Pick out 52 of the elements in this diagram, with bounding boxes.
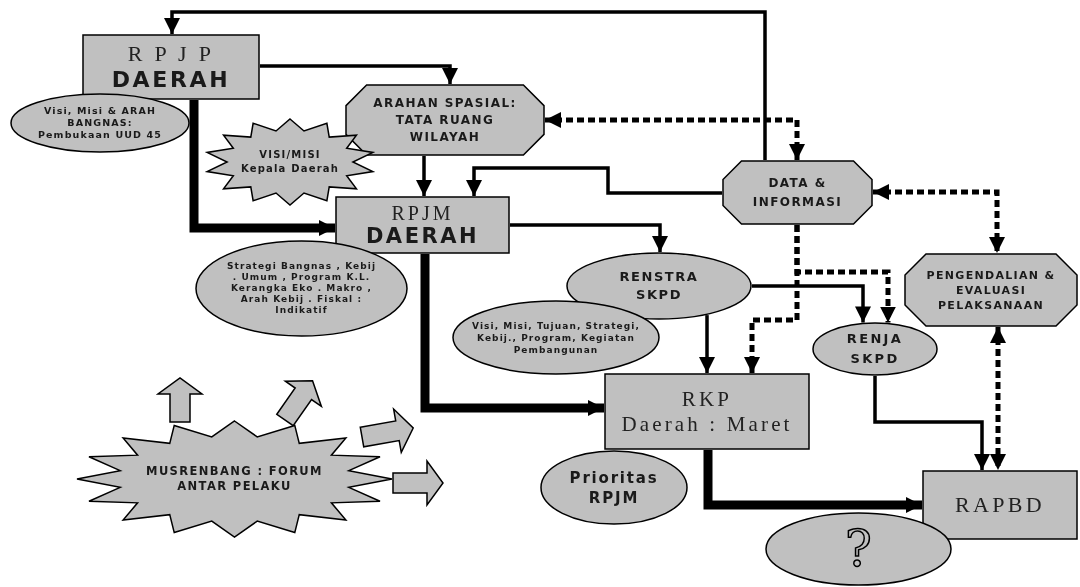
process-box xyxy=(335,196,510,254)
node-text: Prioritas RPJM xyxy=(568,467,660,508)
node-text: RKP xyxy=(681,386,733,412)
octagon-box xyxy=(904,253,1078,327)
starburst-shape xyxy=(204,118,376,206)
octagon-box xyxy=(722,160,873,225)
process-box xyxy=(922,470,1078,540)
node-text: PENGENDALIAN & EVALUASI PELAKSANAAN xyxy=(926,267,1056,313)
node-text: MUSRENBANG : FORUM ANTAR PELAKU xyxy=(145,464,324,494)
starburst-shape xyxy=(76,420,393,538)
node-text: VISI/MISI Kepala Daerah xyxy=(240,148,340,176)
arrow xyxy=(873,376,990,470)
block-arrow xyxy=(155,377,205,423)
ellipse-bubble xyxy=(812,322,938,376)
node-text: Visi, Misi, Tujuan, Strategi, Kebij., Program, Kegiatan Pembangunan xyxy=(471,319,641,356)
node-text: Strategi Bangnas , Kebij . Umum , Program K.L. Kerangka Eko . Makro , Arah Kebij . Fiskal : Indikatif xyxy=(226,261,377,316)
block-arrow xyxy=(275,379,323,427)
node-text: Daerah : Maret xyxy=(621,411,793,437)
arrow xyxy=(416,156,432,196)
arrow xyxy=(703,450,922,513)
ellipse-bubble xyxy=(452,300,660,375)
arrow xyxy=(260,64,458,84)
ellipse-bubble xyxy=(10,93,190,153)
arrow xyxy=(164,10,767,160)
node-text: ? xyxy=(845,521,872,577)
block-arrow xyxy=(359,406,415,455)
node-text: R P J P xyxy=(127,41,215,67)
process-box xyxy=(604,373,810,450)
node-text: RAPBD xyxy=(955,492,1045,518)
block-arrow xyxy=(392,458,444,508)
node-text: RPJM xyxy=(391,202,454,224)
node-text: RENJA SKPD xyxy=(845,330,905,368)
arrow xyxy=(189,100,335,236)
process-box xyxy=(82,34,260,100)
arrow xyxy=(752,284,871,323)
dashed-arrow xyxy=(990,327,1006,470)
ellipse-bubble xyxy=(765,512,952,586)
node-text: Visi, Misi & ARAH BANGNAS: Pembukaan UUD 45 xyxy=(36,105,164,141)
arrow xyxy=(466,166,722,196)
arrow xyxy=(420,254,604,416)
dashed-arrow xyxy=(794,225,896,323)
arrow xyxy=(699,315,715,373)
node-text: DAERAH xyxy=(365,224,480,248)
octagon-box xyxy=(345,84,545,156)
node-text: DATA & INFORMASI xyxy=(751,174,844,211)
node-text: ARAHAN SPASIAL: TATA RUANG WILAYAH xyxy=(372,94,518,146)
dashed-arrow xyxy=(873,184,1005,253)
dashed-arrow xyxy=(545,112,805,160)
arrow xyxy=(510,223,668,252)
node-text: DAERAH xyxy=(111,67,231,93)
node-text: RENSTRA SKPD xyxy=(618,268,700,304)
ellipse-bubble xyxy=(540,450,688,525)
